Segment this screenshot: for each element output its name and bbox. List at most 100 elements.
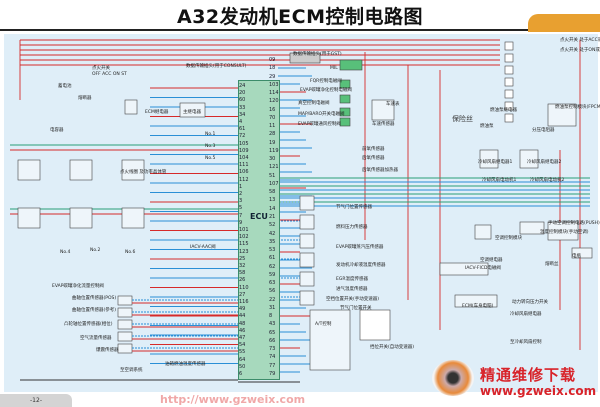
component-box [69, 159, 93, 181]
ecu-pin-l-64: 64 [239, 356, 246, 363]
ecu-pin-l-25: 25 [239, 255, 246, 262]
ecu-pin-l-9: 9 [239, 219, 243, 226]
ecu-pin-r-51: 51 [269, 172, 276, 179]
map-baro-label: MAP/BARO开关电磁阀 [298, 112, 345, 117]
ecu-pin-l-32: 32 [239, 263, 246, 269]
iacv-ficd-label: IACV-FICD电磁阀 [465, 266, 501, 271]
component-box [121, 207, 145, 229]
ecu-pin-r-63: 63 [269, 280, 276, 287]
ecu-pin-l-123: 123 [239, 248, 249, 255]
evap-valve-label: EVAP碳罐净化流量控制阀 [52, 284, 104, 289]
ecu-pin-l-58: 58 [239, 270, 246, 277]
ect-label: 发动机冷却液温度传感器 [336, 263, 386, 268]
page-title: A32发动机ECM控制电路图 [177, 6, 423, 28]
ecu-pin-l-6: 6 [239, 371, 243, 377]
cylinder-label: No.1 [205, 132, 216, 137]
ecu-pin-r-21: 21 [269, 214, 276, 220]
heater-label: 后氧传感器加热器 [362, 168, 398, 173]
component-box [309, 309, 351, 371]
ecu-pin-r-120: 120 [269, 98, 279, 105]
component-box [519, 221, 545, 235]
ecu-pin-l-115: 115 [239, 241, 249, 248]
fuse-label: 保险丝 [452, 115, 473, 123]
component-box [289, 52, 321, 64]
ecu-pin-l-47: 47 [239, 335, 246, 341]
ecu-pin-l-46: 46 [239, 327, 246, 334]
cylinder-label: No.5 [205, 156, 216, 161]
to-ac-label: 至空调系统 [120, 368, 143, 373]
ac-relay-label: 空调继电器 [480, 258, 503, 263]
component-box [439, 262, 489, 276]
ecu-pin-r-121: 121 [269, 164, 279, 171]
cylinder-label: No.3 [205, 144, 216, 149]
wiring-lines [10, 39, 593, 383]
component-box [454, 294, 498, 308]
ecu-pin-r-13: 13 [269, 197, 276, 204]
battery-label: 蓄电池 [58, 84, 72, 89]
cmp-label: 凸轮轴位置传感器(相位) [64, 322, 113, 327]
component-box [299, 214, 315, 230]
ecu-pin-l-2: 2 [239, 191, 243, 197]
ign-acc-label: 点火开关 处于ACC或ON位 [560, 38, 600, 43]
component-box [371, 99, 395, 121]
component-box [339, 107, 351, 117]
ign-on-label: 点火开关 处于ON或START位 [560, 48, 600, 53]
component-box [17, 207, 41, 229]
fuse-box-label: 熔断丝 [545, 262, 559, 267]
ecu-pin-l-106: 106 [239, 169, 249, 176]
ecu-pin-l-1: 1 [239, 183, 243, 190]
coil-label: 点火线圈 及功率晶体管 [120, 170, 167, 175]
component-box [479, 149, 499, 169]
consult-label: 数据传输插头(用于CONSULT) [186, 64, 247, 69]
component-box [504, 89, 514, 99]
component-box [339, 79, 351, 89]
ecu-pin-l-55: 55 [239, 349, 246, 356]
component-box [504, 41, 514, 51]
ecu-pin-l-49: 49 [239, 306, 246, 313]
title-rule [0, 29, 530, 31]
ecu-pin-r-65: 65 [269, 329, 276, 336]
evap-pressure-label: EVAP碳罐蒸汽压传感器 [336, 245, 384, 250]
fuel-temp-label: 油箱燃油温度传感器 [165, 362, 206, 367]
temp-control-label: 温度控制模块(手动空调) [540, 230, 589, 235]
ecu-pin-l-20: 20 [239, 90, 246, 97]
ecu-pin-l-3: 3 [239, 198, 243, 205]
ecu-pin-r-09: 09 [269, 57, 276, 63]
main-relay-label: 主继电器 [183, 110, 201, 115]
component-box [474, 224, 492, 240]
ecu-pin-r-29: 29 [269, 73, 276, 80]
ckp-pos-label: 曲轴位置传感器(POS) [72, 296, 117, 301]
resistor-label: 分压电阻器 [532, 128, 555, 133]
fpcm-label: 燃油泵控制模块(FPCM) [555, 105, 600, 110]
logo-eye-icon [432, 360, 474, 396]
fan-relay-2-label: 冷却风扇继电器2 [527, 160, 562, 165]
iacv-aac-label: IACV-AAC阀 [190, 245, 216, 250]
component-box [117, 295, 133, 306]
ecu-pin-r-107: 107 [269, 180, 279, 187]
ecu-pin-r-77: 77 [269, 362, 276, 369]
ecu-pin-r-31: 31 [269, 304, 276, 311]
component-box [124, 99, 138, 115]
ecu-pin-l-5: 5 [239, 205, 243, 212]
push-switch-label: 手动空调控制电路(PUSH) [548, 221, 600, 226]
at-label: A/T控制 [315, 322, 332, 327]
ckp-ref-label: 曲轴位置传感器(参考) [72, 308, 117, 313]
speedometer-label: 车速表 [386, 102, 400, 107]
component-box [339, 117, 351, 127]
page-number: -12- [0, 394, 72, 407]
cylinder-label: No.2 [90, 248, 101, 253]
component-box [571, 247, 593, 259]
gear-switch-label: 挡位开关(自动变速器) [370, 345, 415, 350]
ecu-pin-r-35: 35 [269, 238, 276, 245]
ecu-pin-l-61: 61 [239, 126, 246, 133]
cylinder-label: No.4 [60, 250, 71, 255]
ecm-body-label: ECM(车身电脑) [462, 304, 494, 309]
ecu-pin-r-70: 70 [269, 114, 276, 121]
ecu-pin-l-33: 33 [239, 104, 246, 111]
fuel-pump-label: 燃油泵 [480, 124, 494, 129]
component-box [299, 271, 315, 287]
diagram-area [4, 34, 598, 392]
ecu-pin-r-52: 52 [269, 222, 276, 229]
evap-vent-label: EVAP碳罐通风控制阀 [298, 122, 341, 127]
ecu-pin-l-112: 112 [239, 176, 249, 183]
